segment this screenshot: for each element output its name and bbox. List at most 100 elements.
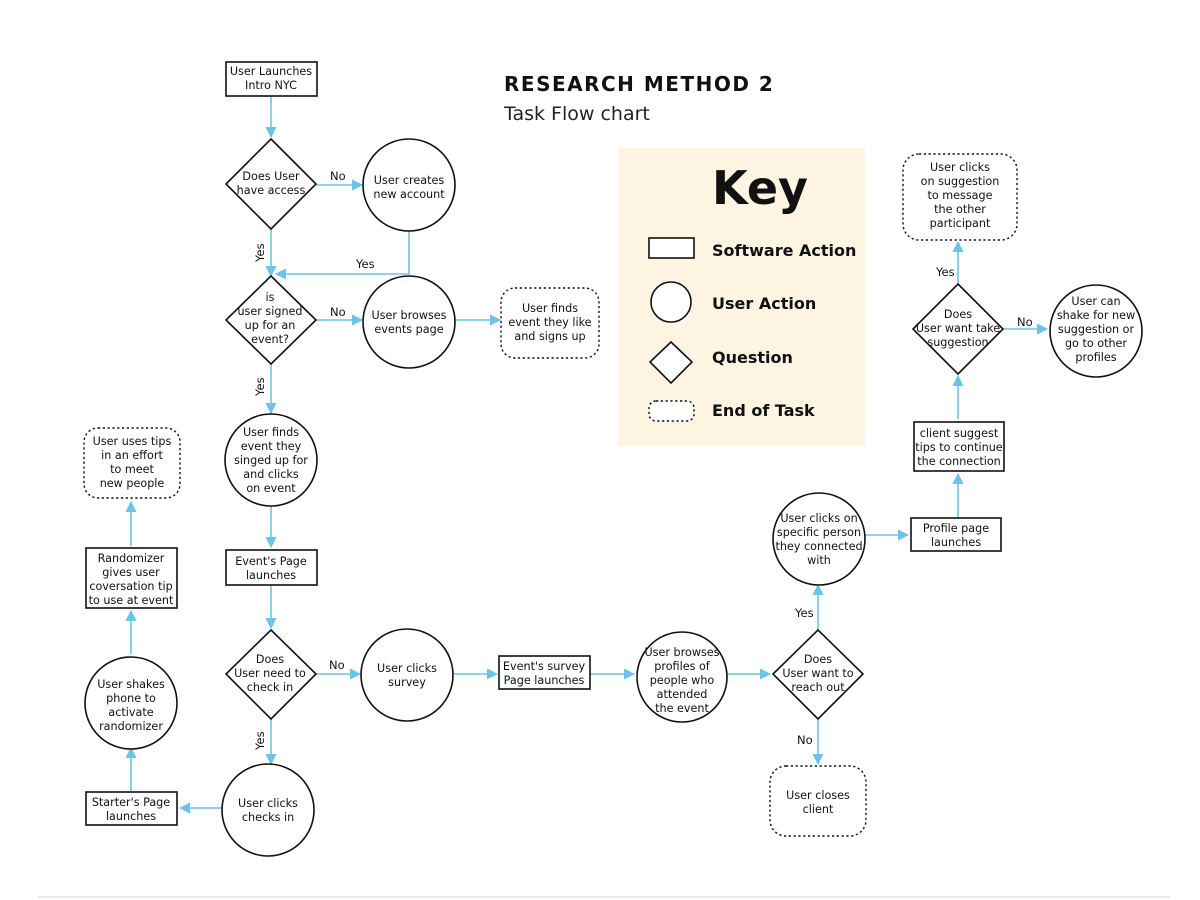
key-software-action-icon	[648, 237, 695, 259]
node-shake-phone-line-2: phone to	[106, 692, 156, 705]
edge-label-access-yes: Yes	[253, 243, 267, 263]
node-message-end-line-1: User clicks	[930, 161, 990, 174]
node-shake-new-line-4: go to other	[1065, 337, 1127, 350]
node-finds-event-end-line-2: event they like	[508, 316, 591, 329]
node-event-page-line-2: launches	[246, 569, 296, 582]
node-closes-client-line-2: client	[803, 803, 834, 816]
key-panel: Key Software Action User Action Question…	[618, 148, 865, 446]
node-browse-profiles-line-2: profiles of	[654, 660, 711, 673]
edge-label-reach-yes: Yes	[794, 606, 814, 620]
node-finds-signed-event-line-3: singed up for	[234, 454, 308, 467]
node-clicks-person-line-3: they connected	[775, 540, 862, 553]
node-finds-signed-event-line-2: event they	[241, 440, 302, 453]
user-action-shape	[360, 628, 454, 722]
node-access-question-line-1: Does User	[242, 170, 300, 183]
node-randomizer-line-1: Randomizer	[98, 552, 165, 565]
node-browse-events-line-1: User browses	[371, 309, 446, 322]
key-question-label: Question	[712, 348, 793, 367]
node-reach-question-line-3: reach out	[791, 681, 845, 694]
node-suggestion-question-line-3: suggestion	[927, 336, 988, 349]
question-shape	[224, 274, 318, 366]
node-suggestion-question-line-1: Does	[944, 308, 972, 321]
node-reach-question-line-2: User want to	[782, 667, 853, 680]
node-finds-event-end-line-3: and signs up	[514, 330, 585, 343]
node-starter-page-line-2: launches	[106, 810, 156, 823]
node-randomizer-line-3: coversation tip	[89, 580, 172, 593]
user-action-shape	[636, 631, 728, 723]
node-finds-signed-event-line-5: on event	[246, 482, 296, 495]
node-clicks-person-line-2: specific person	[777, 526, 861, 539]
node-signed-question-line-1: is	[266, 291, 275, 304]
node-signed-question-line-3: up for an	[245, 319, 296, 332]
key-software-action-label: Software Action	[712, 241, 856, 260]
edge-label-signed-no: No	[330, 305, 346, 319]
node-browse-profiles-line-5: the event	[655, 702, 709, 715]
node-starter-page-line-1: Starter's Page	[92, 796, 170, 809]
node-message-end-line-3: to message	[927, 189, 992, 202]
node-clicks-person-line-4: with	[807, 554, 831, 567]
node-create-account-line-1: User creates	[374, 174, 445, 187]
node-message-end-line-5: participant	[930, 217, 991, 230]
node-signed-question-line-2: user signed	[237, 305, 302, 318]
software-action-shape	[913, 421, 1005, 472]
node-client-suggest-line-3: the connection	[917, 455, 1001, 468]
edge-label-checkin-no: No	[329, 658, 345, 672]
connectors	[125, 96, 1049, 814]
node-browse-profiles-line-1: User browses	[644, 646, 719, 659]
node-create-account-line-2: new account	[373, 188, 445, 201]
question-shape	[224, 628, 318, 721]
node-finds-signed-event-line-4: and clicks	[243, 468, 299, 481]
user-action-shape	[772, 492, 866, 586]
user-action-shape	[224, 413, 318, 507]
question-shape	[911, 282, 1005, 376]
node-survey-page-line-2: Page launches	[504, 674, 585, 687]
edge-label-create-yes: Yes	[355, 257, 375, 271]
end-of-task-shape	[769, 765, 867, 837]
node-signed-question-line-4: event?	[251, 333, 289, 346]
node-launch-line-2: Intro NYC	[245, 79, 297, 92]
user-action-shape	[362, 275, 456, 369]
node-shake-phone-line-4: randomizer	[99, 720, 163, 733]
key-end-of-task-label: End of Task	[712, 401, 815, 420]
node-client-suggest-line-1: client suggest	[920, 427, 999, 440]
page-title: RESEARCH METHOD 2	[504, 72, 774, 96]
key-user-action-label: User Action	[712, 294, 816, 313]
software-action-shape	[498, 655, 591, 690]
edge-label-checkin-yes: Yes	[253, 731, 267, 751]
node-browse-profiles-line-3: people who	[650, 674, 715, 687]
user-action-shape	[362, 138, 456, 232]
node-access-question-line-2: have access	[237, 184, 306, 197]
node-reach-question-line-1: Does	[804, 653, 832, 666]
node-survey-page-line-1: Event's survey	[503, 660, 586, 673]
connector-create-to-signed	[274, 231, 410, 280]
node-browse-events-line-2: events page	[374, 323, 443, 336]
